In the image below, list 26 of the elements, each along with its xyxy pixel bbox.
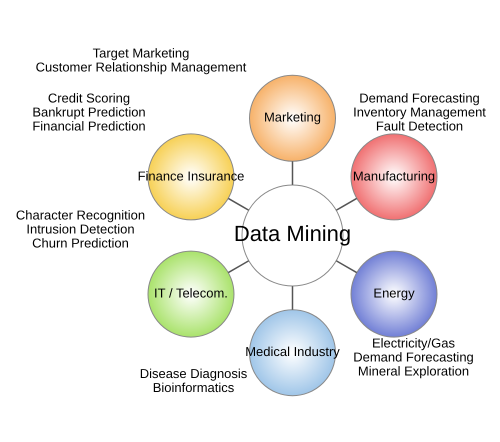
node-label: Churn Prediction xyxy=(32,235,128,250)
node-label: Intrusion Detection xyxy=(26,221,134,236)
node-label: Bioinformatics xyxy=(152,380,234,395)
node-label: Credit Scoring xyxy=(47,90,130,105)
node-circle: IT / Telecom. xyxy=(147,250,234,338)
node-label: Disease Diagnosis xyxy=(139,366,247,381)
node-label: Demand Forecasting xyxy=(352,349,474,364)
connector xyxy=(291,160,293,184)
connector xyxy=(227,197,248,210)
node-circle: Energy xyxy=(350,250,437,338)
node-circle: Manufacturing xyxy=(350,132,437,220)
node-label: Mineral Exploration xyxy=(357,363,469,378)
connector xyxy=(291,286,293,310)
node-label: Target Marketing xyxy=(92,45,189,60)
connector xyxy=(227,260,248,273)
node-label: Bankrupt Prediction xyxy=(32,104,146,119)
node-label: Fault Detection xyxy=(375,118,463,133)
node-circle: Marketing xyxy=(248,74,336,162)
node-label: Demand Forecasting xyxy=(358,90,480,105)
node-label: Customer Relationship Management xyxy=(35,59,246,74)
node-label: Character Recognition xyxy=(15,207,145,222)
connector xyxy=(336,197,357,210)
connector xyxy=(336,260,357,273)
node-label: Electricity/Gas xyxy=(372,335,454,350)
node-label: Finance Insurance xyxy=(137,168,244,183)
node-label: Financial Prediction xyxy=(32,118,146,133)
